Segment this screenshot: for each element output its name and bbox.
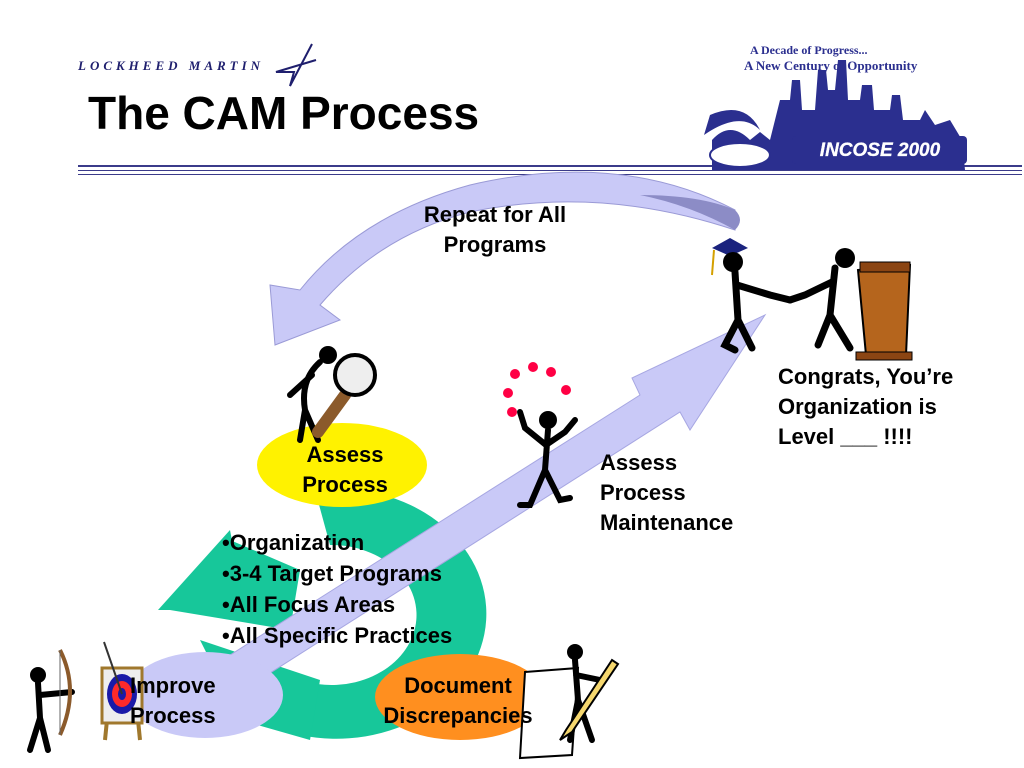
juggler-icon [503, 362, 578, 508]
maintenance-label: Assess Process Maintenance [600, 448, 770, 538]
improve-line: Improve [130, 673, 216, 698]
document-line: Discrepancies [383, 703, 533, 728]
badge-line2: A New Century of Opportunity [744, 58, 918, 73]
improve-line: Process [130, 703, 216, 728]
archer-icon [27, 649, 75, 753]
repeat-label: Repeat for All Programs [395, 200, 595, 260]
target-icon [100, 641, 144, 741]
congrats-line: Organization is [778, 394, 937, 419]
maintenance-line: Maintenance [600, 510, 734, 535]
magnifying-glass-figure-icon [287, 346, 377, 443]
improve-process-oval [127, 652, 283, 738]
header-rule [78, 170, 1022, 171]
congrats-line: Level ___ !!!! [778, 424, 913, 449]
podium-icon [855, 261, 913, 361]
congrats-line: Congrats, You’re [778, 364, 954, 389]
incose-event-text: INCOSE 2000 [820, 140, 941, 161]
scope-bullet-list: •Organization •3-4 Target Programs •All … [222, 527, 452, 651]
incose-skyline-icon: INCOSE 2000 A Decade of Progress... A Ne… [704, 43, 967, 170]
document-line: Document [404, 673, 512, 698]
assess-process-label: Assess Process [270, 440, 420, 500]
bullet-item: •Organization [222, 530, 365, 555]
header-rule [78, 165, 1022, 167]
maintenance-line: Assess [600, 450, 678, 475]
improve-process-label: Improve Process [130, 671, 240, 731]
bullet-item: •All Focus Areas [222, 592, 396, 617]
bullet-item: •All Specific Practices [222, 623, 453, 648]
assess-line: Assess [306, 442, 384, 467]
badge-line1: A Decade of Progress... [750, 43, 868, 57]
maintenance-line: Process [600, 480, 686, 505]
assess-line: Process [302, 472, 388, 497]
repeat-arrow [269, 171, 736, 346]
repeat-label-line: Programs [443, 232, 547, 257]
graduate-handshake-icon [711, 238, 855, 354]
document-discrepancies-oval [375, 654, 545, 740]
lockheed-star-icon [275, 43, 317, 87]
document-discrepancies-label: Document Discrepancies [378, 671, 538, 731]
assess-process-oval [257, 423, 427, 507]
page-title: The CAM Process [88, 87, 480, 139]
company-logo: LOCKHEED MARTIN [78, 58, 265, 73]
congrats-label: Congrats, You’re Organization is Level _… [778, 362, 998, 452]
repeat-label-line: Repeat for All [423, 202, 567, 227]
maintenance-arrow [174, 313, 767, 711]
writer-figure-icon [518, 644, 620, 760]
bullet-item: •3-4 Target Programs [222, 561, 443, 586]
